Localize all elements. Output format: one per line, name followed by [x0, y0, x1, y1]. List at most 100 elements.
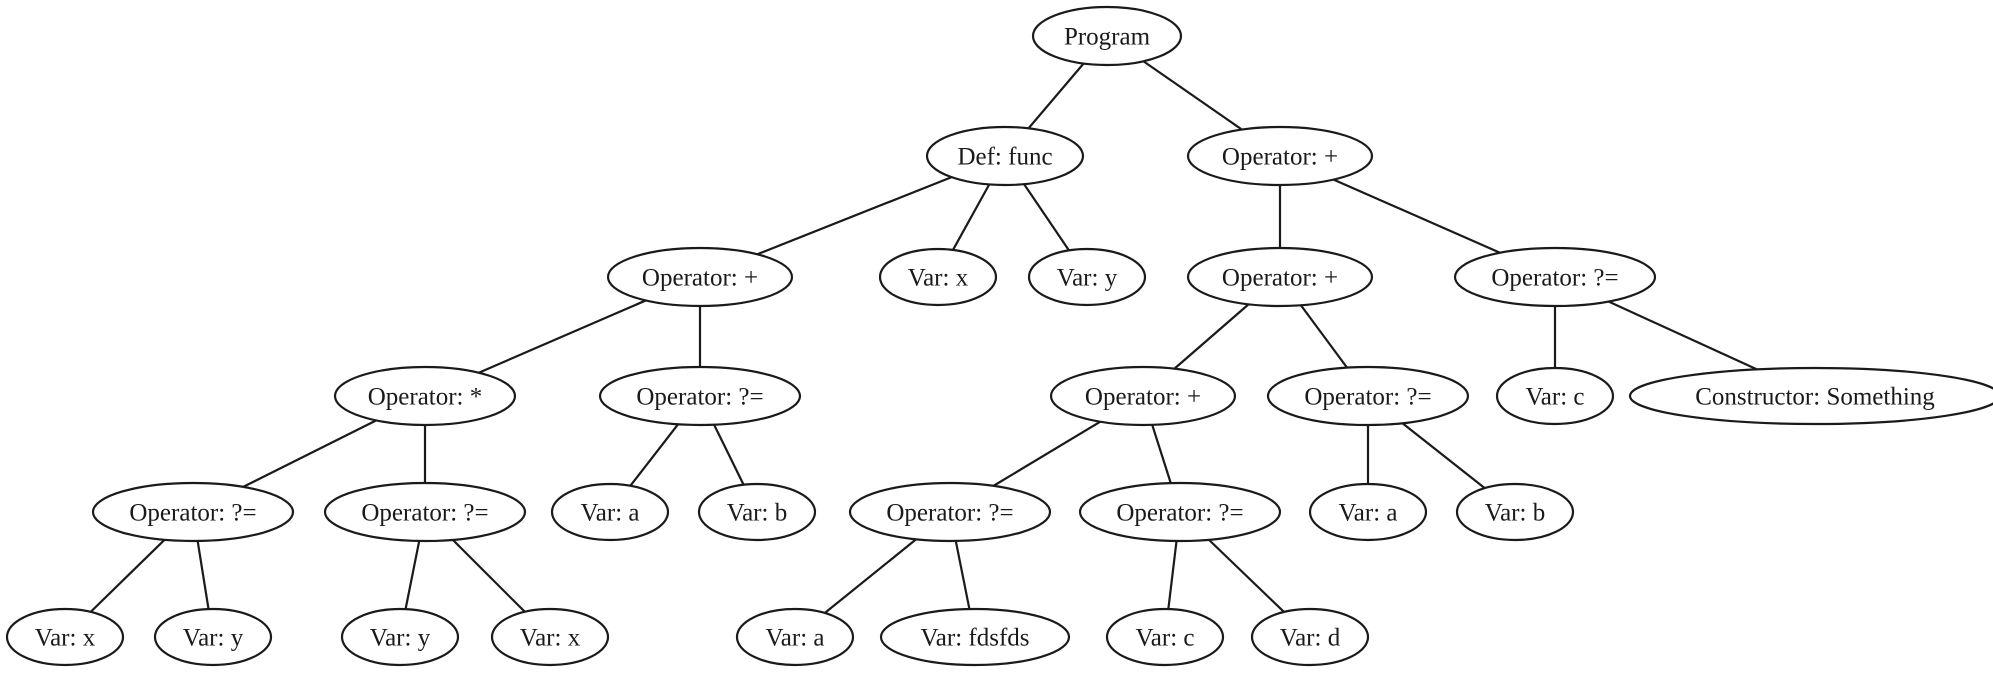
node-label: Var: b: [727, 500, 787, 527]
node-label: Constructor: Something: [1695, 384, 1935, 411]
node-label: Operator: ?=: [1116, 500, 1243, 527]
tree-edge: [1333, 178, 1501, 254]
tree-node[interactable]: Program: [1031, 5, 1183, 67]
node-ellipse: [1049, 365, 1237, 427]
tree-edge: [824, 538, 917, 614]
tree-node[interactable]: Operator: +: [606, 246, 794, 308]
node-label: Var: a: [1339, 500, 1398, 527]
node-ellipse: [340, 607, 460, 667]
node-ellipse: [697, 482, 817, 542]
tree-edge: [1173, 303, 1250, 370]
node-ellipse: [735, 607, 855, 667]
tree-node[interactable]: Operator: ?=: [91, 481, 295, 543]
tree-node[interactable]: Constructor: Something: [1628, 366, 1993, 426]
tree-edge: [1023, 183, 1070, 252]
tree-edge: [1142, 60, 1243, 131]
tree-edge: [1151, 424, 1172, 484]
tree-node[interactable]: Var: x: [5, 607, 125, 667]
tree-edge: [713, 424, 745, 486]
tree-edge: [1167, 540, 1178, 610]
tree-edge: [1027, 62, 1085, 130]
tree-node[interactable]: Var: b: [1455, 482, 1575, 542]
node-ellipse: [878, 247, 998, 307]
node-ellipse: [879, 607, 1071, 667]
tree-edge: [629, 423, 679, 487]
tree-node[interactable]: Var: a: [550, 482, 670, 542]
node-label: Var: x: [908, 265, 969, 292]
node-label: Var: a: [581, 500, 640, 527]
tree-edge: [1300, 304, 1348, 369]
tree-node[interactable]: Def: func: [925, 125, 1085, 187]
edges-layer: [89, 60, 1758, 614]
tree-node[interactable]: Operator: *: [333, 365, 517, 427]
node-ellipse: [1031, 5, 1183, 67]
tree-node[interactable]: Var: y: [1027, 247, 1147, 307]
tree-node[interactable]: Operator: ?=: [1453, 246, 1657, 308]
node-label: Operator: ?=: [361, 500, 488, 527]
node-label: Operator: +: [1085, 384, 1201, 411]
node-ellipse: [1105, 607, 1225, 667]
tree-node[interactable]: Operator: +: [1186, 125, 1374, 187]
node-ellipse: [333, 365, 517, 427]
tree-edge: [1208, 538, 1285, 613]
node-label: Operator: +: [1222, 144, 1338, 171]
node-ellipse: [1186, 246, 1374, 308]
node-label: Var: c: [1526, 384, 1585, 411]
tree-node[interactable]: Operator: ?=: [848, 481, 1052, 543]
tree-edge: [1401, 422, 1486, 489]
node-ellipse: [153, 607, 273, 667]
node-label: Operator: ?=: [1304, 384, 1431, 411]
tree-node[interactable]: Var: b: [697, 482, 817, 542]
tree-node[interactable]: Var: d: [1250, 607, 1370, 667]
node-ellipse: [323, 481, 527, 543]
node-label: Def: func: [957, 144, 1052, 171]
node-label: Var: y: [183, 625, 244, 652]
node-label: Var: y: [370, 625, 431, 652]
node-label: Var: d: [1280, 625, 1341, 652]
node-label: Operator: ?=: [129, 500, 256, 527]
node-label: Program: [1064, 24, 1151, 51]
tree-edge: [756, 176, 953, 256]
tree-node[interactable]: Operator: ?=: [1266, 365, 1470, 427]
node-ellipse: [490, 607, 610, 667]
tree-node[interactable]: Var: a: [735, 607, 855, 667]
node-label: Var: a: [766, 625, 825, 652]
tree-edge: [952, 183, 991, 251]
tree-node[interactable]: Operator: ?=: [1078, 481, 1282, 543]
node-ellipse: [606, 246, 794, 308]
node-label: Operator: +: [1222, 265, 1338, 292]
node-label: Var: x: [520, 625, 581, 652]
node-label: Operator: +: [642, 265, 758, 292]
tree-edge: [452, 539, 526, 613]
node-ellipse: [1266, 365, 1470, 427]
tree-edge: [404, 540, 421, 610]
tree-node[interactable]: Operator: ?=: [323, 481, 527, 543]
node-label: Var: b: [1485, 500, 1545, 527]
tree-node[interactable]: Operator: +: [1186, 246, 1374, 308]
node-ellipse: [1078, 481, 1282, 543]
node-label: Operator: ?=: [1491, 265, 1618, 292]
tree-node[interactable]: Var: x: [490, 607, 610, 667]
node-ellipse: [5, 607, 125, 667]
node-label: Var: fdsfds: [920, 625, 1029, 652]
tree-node[interactable]: Operator: ?=: [598, 365, 802, 427]
tree-node[interactable]: Var: fdsfds: [879, 607, 1071, 667]
node-ellipse: [925, 125, 1085, 187]
tree-node[interactable]: Operator: +: [1049, 365, 1237, 427]
node-ellipse: [1250, 607, 1370, 667]
tree-edge: [478, 299, 647, 374]
tree-node[interactable]: Var: x: [878, 247, 998, 307]
tree-node[interactable]: Var: c: [1105, 607, 1225, 667]
node-label: Var: y: [1057, 265, 1118, 292]
node-label: Var: c: [1136, 625, 1195, 652]
tree-node[interactable]: Var: y: [153, 607, 273, 667]
tree-edge: [992, 420, 1101, 487]
tree-node[interactable]: Var: c: [1495, 366, 1615, 426]
node-ellipse: [598, 365, 802, 427]
tree-node[interactable]: Var: y: [340, 607, 460, 667]
node-label: Var: x: [35, 625, 96, 652]
node-ellipse: [1628, 366, 1993, 426]
node-ellipse: [1186, 125, 1374, 187]
tree-node[interactable]: Var: a: [1308, 482, 1428, 542]
